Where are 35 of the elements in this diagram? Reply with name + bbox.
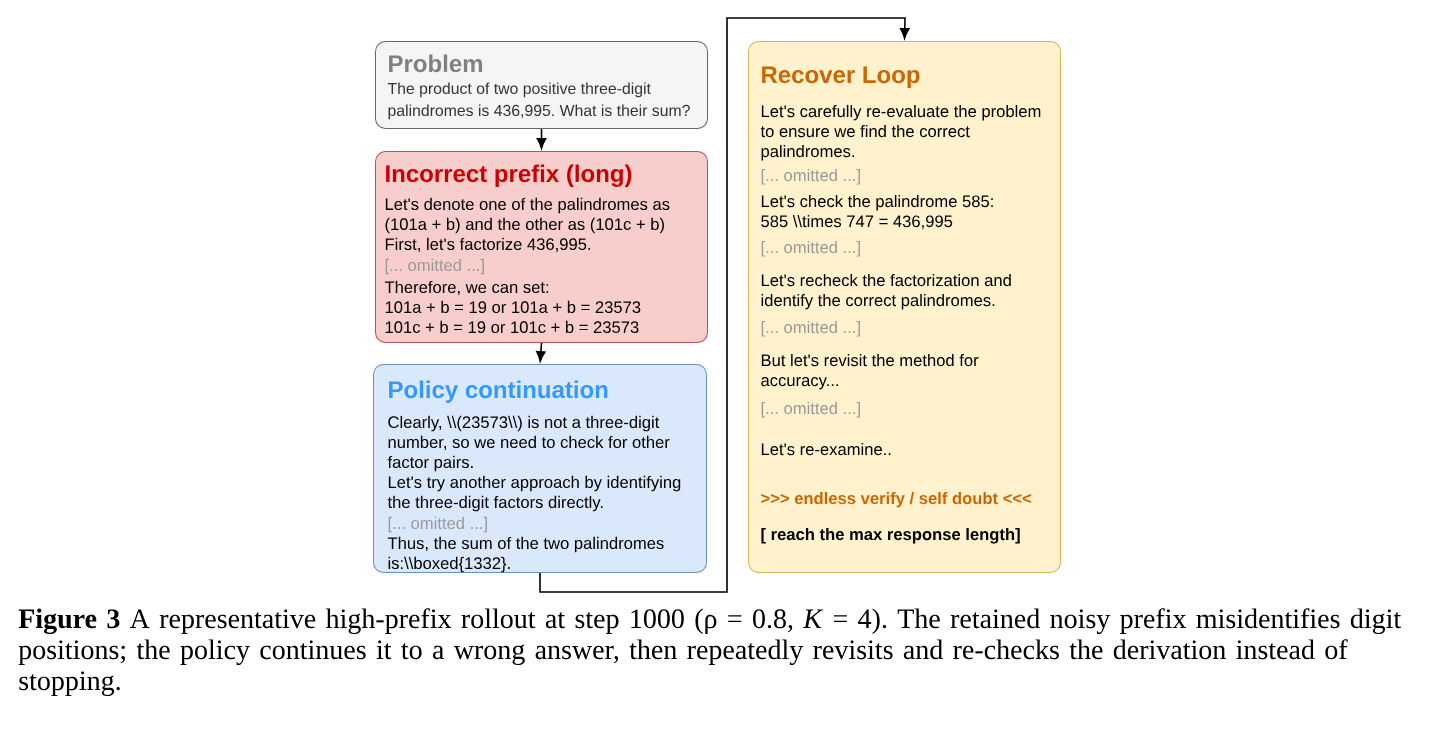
body-text: Let's carefully re-evaluate the problem to ensure we find the correct palindromes. [760, 105, 1041, 161]
text-box [748, 41, 1061, 573]
omitted-marker: [... omitted ...] [761, 321, 860, 337]
body-text: Let's re-examine.. [761, 443, 891, 456]
omitted-marker: [... omitted ...] [388, 516, 487, 533]
text-box [375, 41, 708, 129]
status-text: >>> endless verify / self doubt <<< [761, 492, 1032, 508]
omitted-marker: [... omitted ...] [761, 169, 860, 185]
body-text: 101a + b = 19 or 101a + b = 23573 [385, 300, 641, 314]
text-box [373, 364, 707, 573]
text-box [375, 151, 708, 343]
body-text: Let's try another approach by identifying the three-digit factors directly. [387, 475, 681, 512]
figure-caption: Figure 3 A representative high-prefix rollout at step 1000 (ρ = 0.8, K = 4). The retained noisy prefix misidentifies digit positions; the policy continues it to a wrong answer, then repeatedly revisits and re-checks the derivation instead of stopping. [18, 608, 1401, 696]
box-title: Incorrect prefix (long) [386, 164, 632, 187]
arrow [536, 342, 546, 362]
box-title: Problem [389, 54, 483, 73]
omitted-marker: [... omitted ...] [761, 402, 860, 418]
body-text: Clearly, \\(23573\\) is not a three-digit number, so we need to check for other factor pairs. [387, 415, 670, 472]
arrow [539, 17, 910, 593]
body-text: Let's denote one of the palindromes as (101a + b) and the other as (101c + b) [385, 197, 670, 234]
body-text: The product of two positive three-digit palindromes is 436,995. What is their sum? [387, 82, 690, 120]
omitted-marker: [... omitted ...] [385, 258, 484, 275]
body-text: But let's revisit the method for accuracy... [761, 354, 979, 390]
body-text: Let's recheck the factorization and identify the correct palindromes. [761, 274, 1011, 310]
body-text: Let's check the palindrome 585: [761, 195, 993, 211]
box-title: Recover Loop [762, 66, 920, 88]
body-text: Therefore, we can set: [384, 280, 549, 295]
omitted-marker: [... omitted ...] [761, 241, 860, 257]
body-text: First, let's factorize 436,995. [385, 237, 591, 252]
box-title: Policy continuation [389, 380, 608, 403]
status-text: [ reach the max response length] [761, 528, 1020, 544]
arrow [536, 128, 547, 149]
body-text: 101c + b = 19 or 101c + b = 23573 [385, 320, 639, 334]
body-text: Thus, the sum of the two palindromes is:\\boxed{1332}. [387, 536, 664, 573]
body-text: 585 \\times 747 = 436,995 [761, 215, 953, 230]
